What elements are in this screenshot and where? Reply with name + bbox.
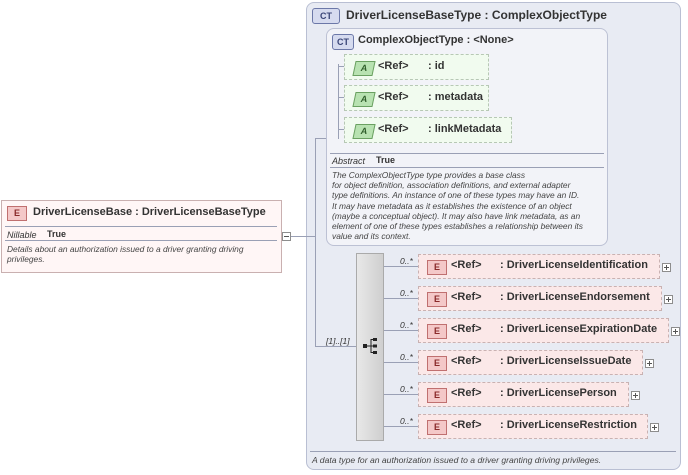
item-multiplicity: 0..* bbox=[400, 352, 413, 362]
base-type-badge-icon: CT bbox=[332, 34, 354, 50]
expand-toggle-icon[interactable] bbox=[671, 327, 680, 336]
item-ref: <Ref> bbox=[451, 419, 482, 431]
attribute-connector bbox=[338, 64, 339, 139]
nillable-label: Nillable bbox=[7, 230, 37, 240]
element-description: Details about an authorization issued to… bbox=[7, 244, 244, 265]
attribute-ref: <Ref> bbox=[378, 60, 409, 72]
base-type-description: The ComplexObjectType type provides a ba… bbox=[332, 170, 583, 242]
attribute-name: : id bbox=[428, 60, 445, 72]
complex-type-badge-icon: CT bbox=[312, 8, 340, 24]
item-multiplicity: 0..* bbox=[400, 384, 413, 394]
divider bbox=[330, 167, 604, 168]
expand-toggle-icon[interactable] bbox=[664, 295, 673, 304]
item-name: : DriverLicenseRestriction bbox=[500, 419, 637, 431]
item-ref: <Ref> bbox=[451, 323, 482, 335]
item-connector bbox=[384, 298, 418, 299]
attribute-badge-icon: A bbox=[352, 92, 376, 107]
item-multiplicity: 0..* bbox=[400, 256, 413, 266]
element-badge-icon: E bbox=[427, 356, 447, 371]
sequence-item-restriction[interactable] bbox=[418, 414, 648, 439]
sequence-icon bbox=[363, 338, 377, 354]
expand-toggle-icon[interactable] bbox=[631, 391, 640, 400]
element-badge-icon: E bbox=[427, 324, 447, 339]
base-type-title: ComplexObjectType : <None> bbox=[358, 34, 514, 46]
attribute-name: : metadata bbox=[428, 91, 484, 103]
expand-toggle-icon[interactable] bbox=[650, 423, 659, 432]
sequence-compositor[interactable] bbox=[356, 253, 384, 441]
divider bbox=[310, 451, 676, 452]
item-connector bbox=[384, 426, 418, 427]
sequence-item-expiration-date[interactable] bbox=[418, 318, 669, 343]
abstract-value: True bbox=[376, 155, 396, 165]
sequence-item-identification[interactable] bbox=[418, 254, 660, 279]
connector-line bbox=[315, 138, 316, 347]
item-ref: <Ref> bbox=[451, 387, 482, 399]
nillable-value: True bbox=[47, 229, 67, 239]
attribute-badge-icon: A bbox=[352, 61, 376, 76]
sequence-item-issue-date[interactable] bbox=[418, 350, 643, 375]
complex-type-title: DriverLicenseBaseType : ComplexObjectTyp… bbox=[346, 8, 607, 22]
item-multiplicity: 0..* bbox=[400, 320, 413, 330]
attribute-ref: <Ref> bbox=[378, 91, 409, 103]
connector-line bbox=[315, 138, 326, 139]
attribute-ref: <Ref> bbox=[378, 123, 409, 135]
expand-toggle-icon[interactable] bbox=[662, 263, 671, 272]
sequence-item-endorsement[interactable] bbox=[418, 286, 662, 311]
complex-type-description: A data type for an authorization issued … bbox=[312, 455, 602, 465]
attribute-name: : linkMetadata bbox=[428, 123, 502, 135]
item-multiplicity: 0..* bbox=[400, 416, 413, 426]
element-badge-icon: E bbox=[427, 388, 447, 403]
item-connector bbox=[384, 394, 418, 395]
divider bbox=[330, 153, 604, 154]
sequence-item-person[interactable] bbox=[418, 382, 629, 407]
expand-toggle-icon[interactable] bbox=[645, 359, 654, 368]
item-name: : DriverLicenseIssueDate bbox=[500, 355, 632, 367]
item-connector bbox=[384, 362, 418, 363]
element-badge-icon: E bbox=[7, 206, 27, 221]
item-ref: <Ref> bbox=[451, 355, 482, 367]
item-name: : DriverLicensePerson bbox=[500, 387, 617, 399]
item-name: : DriverLicenseIdentification bbox=[500, 259, 648, 271]
sequence-multiplicity: [1]..[1] bbox=[326, 336, 350, 346]
element-title: DriverLicenseBase : DriverLicenseBaseTyp… bbox=[33, 206, 266, 218]
abstract-label: Abstract bbox=[332, 156, 366, 166]
connector-line bbox=[315, 346, 356, 347]
divider bbox=[5, 226, 277, 227]
connector-line bbox=[291, 236, 315, 237]
attribute-badge-icon: A bbox=[352, 124, 376, 139]
element-badge-icon: E bbox=[427, 420, 447, 435]
item-name: : DriverLicenseExpirationDate bbox=[500, 323, 658, 335]
item-ref: <Ref> bbox=[451, 291, 482, 303]
driver-license-base-element[interactable] bbox=[1, 200, 282, 273]
element-badge-icon: E bbox=[427, 292, 447, 307]
divider bbox=[5, 240, 277, 241]
item-name: : DriverLicenseEndorsement bbox=[500, 291, 650, 303]
item-connector bbox=[384, 330, 418, 331]
item-multiplicity: 0..* bbox=[400, 288, 413, 298]
item-ref: <Ref> bbox=[451, 259, 482, 271]
element-badge-icon: E bbox=[427, 260, 447, 275]
collapse-toggle-icon[interactable] bbox=[282, 232, 291, 241]
item-connector bbox=[384, 266, 418, 267]
